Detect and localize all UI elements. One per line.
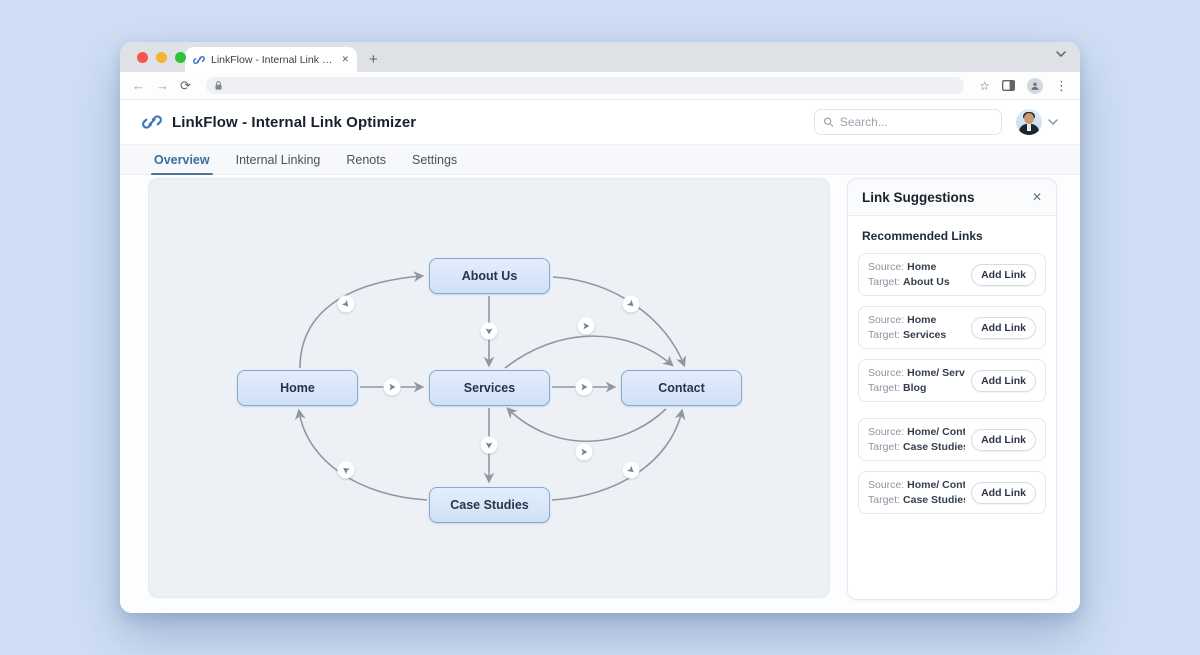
node-home[interactable]: Home — [237, 370, 358, 406]
search-box[interactable] — [814, 109, 1002, 135]
node-case-studies[interactable]: Case Studies — [429, 487, 550, 523]
panel-title: Link Suggestions — [862, 189, 975, 205]
target-label: Target: — [868, 441, 901, 453]
link-graph-canvas[interactable]: Home About Us Services Contact Case Stud… — [148, 178, 830, 598]
address-bar[interactable] — [205, 77, 965, 94]
close-window-icon[interactable] — [137, 52, 148, 63]
search-icon — [823, 117, 834, 127]
target-value: Services — [903, 329, 947, 341]
maximize-window-icon[interactable] — [175, 52, 186, 63]
toolbar-right: ☆ ⋮ — [979, 77, 1068, 94]
avatar-face — [1024, 113, 1034, 124]
tab-overview[interactable]: Overview — [151, 152, 213, 176]
edge-casestudies-contact — [551, 408, 686, 501]
add-link-button[interactable]: Add Link — [971, 481, 1036, 504]
app-logo-link-icon — [142, 115, 162, 129]
target-value: Case Studies [ho... — [903, 441, 965, 453]
panel-header: Link Suggestions ✕ — [848, 179, 1056, 216]
app-nav-tabs: Overview Internal Linking Renots Setting… — [120, 144, 1080, 176]
add-link-button[interactable]: Add Link — [971, 369, 1036, 392]
node-contact[interactable]: Contact — [621, 370, 742, 406]
edge-direction-markers — [337, 295, 640, 479]
main-content: Home About Us Services Contact Case Stud… — [120, 175, 1080, 612]
source-label: Source: — [868, 261, 905, 273]
edge-services-contact-curve — [504, 335, 674, 369]
source-value: Home/ Contact — [907, 479, 966, 491]
source-label: Source: — [868, 367, 905, 379]
target-label: Target: — [868, 382, 901, 394]
edge-contact-services-curve — [506, 407, 667, 443]
tab-renots[interactable]: Renots — [346, 152, 386, 167]
browser-window: LinkFlow - Internal Link Optimizer ✕ + ←… — [120, 42, 1080, 613]
add-link-button[interactable]: Add Link — [971, 428, 1036, 451]
reload-icon[interactable]: ⟳ — [180, 78, 191, 93]
edge-aboutus-contact — [552, 276, 686, 368]
target-value: Case Studies (ho... — [903, 494, 965, 506]
source-value: Home/ Service — [907, 367, 965, 379]
source-label: Source: — [868, 426, 905, 438]
tab-internal-linking[interactable]: Internal Linking — [235, 152, 321, 167]
add-link-button[interactable]: Add Link — [971, 263, 1036, 286]
suggestion-text: Source: Home/ Service Target: Blog — [868, 367, 965, 394]
node-services[interactable]: Services — [429, 370, 550, 406]
search-input[interactable] — [839, 115, 993, 129]
user-avatar[interactable] — [1016, 109, 1042, 135]
link-suggestions-panel: Link Suggestions ✕ Recommended Links Sou… — [847, 178, 1057, 600]
target-value: Blog — [903, 382, 927, 394]
suggestion-card: Source: Home Target: Services Add Link — [858, 306, 1046, 349]
target-label: Target: — [868, 494, 901, 506]
target-label: Target: — [868, 276, 901, 288]
minimize-window-icon[interactable] — [156, 52, 167, 63]
suggestion-card: Source: Home/ Contact Target: Case Studi… — [858, 418, 1046, 461]
suggestion-card: Source: Home Target: About Us Add Link — [858, 253, 1046, 296]
source-label: Source: — [868, 479, 905, 491]
browser-tab-strip: LinkFlow - Internal Link Optimizer ✕ + — [120, 42, 1080, 72]
tab-settings[interactable]: Settings — [411, 152, 458, 167]
traffic-lights — [137, 52, 186, 63]
node-about-us[interactable]: About Us — [429, 258, 550, 294]
source-label: Source: — [868, 314, 905, 326]
bookmark-star-icon[interactable]: ☆ — [979, 78, 990, 93]
source-value: Home — [907, 261, 937, 273]
edge-home-aboutus — [299, 271, 425, 369]
back-icon[interactable]: ← — [132, 78, 145, 93]
person-icon — [1031, 82, 1039, 90]
sidebar-toggle-icon[interactable] — [1002, 80, 1015, 91]
target-label: Target: — [868, 329, 901, 341]
avatar-shirt — [1027, 124, 1031, 131]
target-value: About Us — [903, 276, 950, 288]
browser-menu-kebab-icon[interactable]: ⋮ — [1055, 78, 1068, 93]
page-title: LinkFlow - Internal Link Optimizer — [172, 113, 417, 131]
source-value: Home/ Contact — [907, 426, 966, 438]
new-tab-icon[interactable]: + — [369, 51, 378, 68]
suggestion-text: Source: Home/ Contact Target: Case Studi… — [868, 479, 965, 506]
suggestion-text: Source: Home Target: About Us — [868, 261, 965, 288]
account-chevron-down-icon[interactable] — [1048, 119, 1058, 125]
link-graph-edges — [294, 271, 686, 501]
lock-icon — [215, 81, 222, 90]
tabstrip-chevron-down-icon[interactable] — [1056, 51, 1066, 57]
panel-close-icon[interactable]: ✕ — [1031, 190, 1042, 204]
browser-profile-avatar[interactable] — [1027, 77, 1043, 94]
browser-toolbar: ← → ⟳ ☆ ⋮ — [120, 72, 1080, 100]
browser-tab[interactable]: LinkFlow - Internal Link Optimizer ✕ — [185, 47, 357, 72]
tab-close-icon[interactable]: ✕ — [341, 54, 349, 64]
forward-icon[interactable]: → — [156, 78, 169, 93]
tab-title: LinkFlow - Internal Link Optimizer — [211, 53, 336, 66]
add-link-button[interactable]: Add Link — [971, 316, 1036, 339]
suggestion-card: Source: Home/ Service Target: Blog Add L… — [858, 359, 1046, 402]
app-header: LinkFlow - Internal Link Optimizer — [120, 100, 1080, 144]
source-value: Home — [907, 314, 937, 326]
edge-casestudies-home — [294, 408, 428, 501]
suggestion-text: Source: Home/ Contact Target: Case Studi… — [868, 426, 965, 453]
suggestion-card: Source: Home/ Contact Target: Case Studi… — [858, 471, 1046, 514]
favicon-link-icon — [193, 55, 205, 64]
recommended-links-heading: Recommended Links — [862, 229, 983, 243]
suggestion-text: Source: Home Target: Services — [868, 314, 965, 341]
